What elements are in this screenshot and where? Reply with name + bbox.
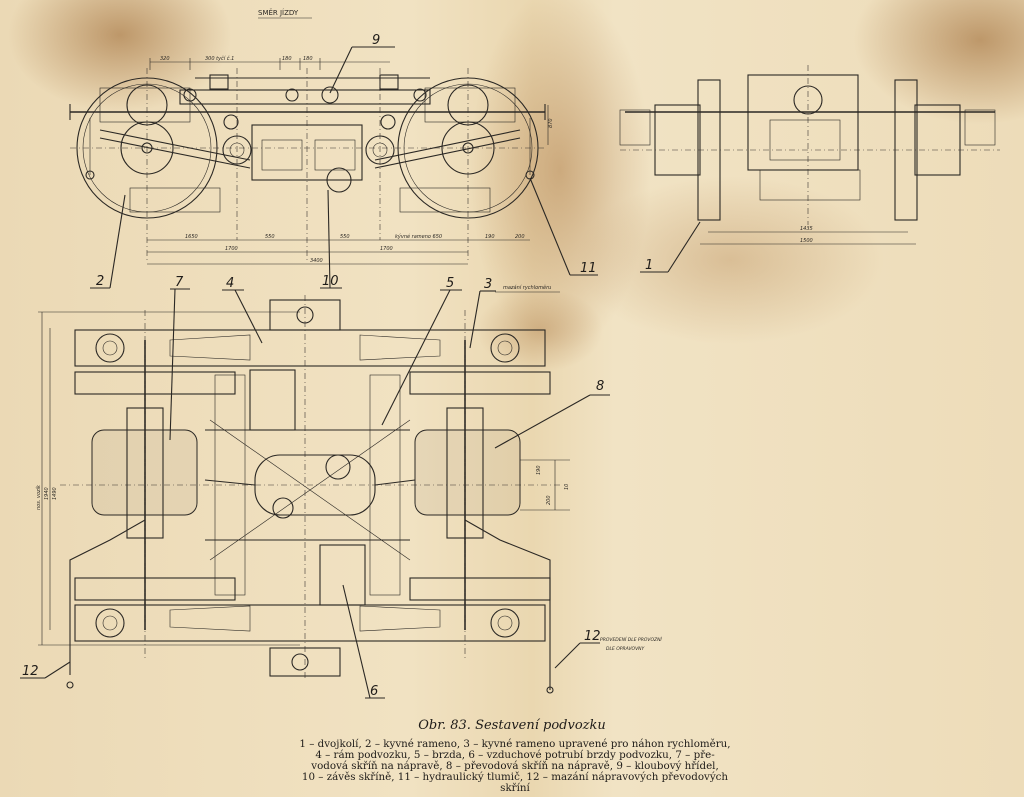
- lube-pipe-left: [69, 519, 146, 675]
- side-dim-b1-1: 1650: [185, 234, 198, 240]
- callout-3: 3: [484, 277, 492, 292]
- bottom-side-frame: [74, 604, 546, 642]
- side-dim-b1-5: 190: [485, 234, 495, 240]
- plan-view: 1490 1940 nos. vozík: [35, 295, 570, 694]
- note-lower-right-2: DLE OPRAVOVNY: [606, 646, 646, 652]
- plan-dim-left-1: 1490: [52, 487, 58, 500]
- gearbox-7: [91, 429, 198, 516]
- side-dim-b1-4: kývné rameno 650: [395, 233, 442, 240]
- callout-10: 10: [322, 274, 339, 289]
- side-dim-b1-2: 550: [265, 234, 275, 240]
- side-dim-right: 870: [548, 118, 554, 128]
- plan-dim-center-1: 190: [536, 465, 542, 475]
- legend-line-2: 4 – rám podvozku, 5 – brzda, 6 – vzducho…: [315, 749, 715, 761]
- side-frame-beam: [179, 89, 431, 105]
- top-side-frame: [74, 329, 546, 367]
- side-dim-b1-3: 550: [340, 234, 350, 240]
- side-dim-b3: 3400: [310, 258, 323, 264]
- figure-caption-title: Obr. 83. Sestavení podvozku: [418, 718, 606, 733]
- legend-line-4: 10 – závěs skříně, 11 – hydraulický tlum…: [301, 771, 729, 783]
- callout-12-right: 12: [584, 629, 601, 644]
- side-view: 320 300 tyčí č.1 180 180: [69, 55, 554, 265]
- note-lower-right-1: PROVEDENÍ DLE PROVOZNÍ: [600, 636, 662, 643]
- side-dim-b2-1: 1700: [225, 246, 238, 252]
- end-view: 1435 1500: [619, 65, 1000, 245]
- plan-dim-left-3: nos. vozík: [35, 484, 42, 510]
- side-dim-b1-6: 200: [515, 234, 525, 240]
- figure-legend: 1 – dvojkolí, 2 – kyvné rameno, 3 – kyvn…: [270, 739, 760, 794]
- direction-label: SMĚR JÍZDY: [258, 8, 299, 17]
- callout-4: 4: [226, 276, 234, 291]
- callout-12-left: 12: [22, 664, 39, 679]
- plan-dim-center-3: 10: [564, 484, 570, 490]
- gearbox-8: [414, 429, 521, 516]
- callout-11: 11: [580, 261, 597, 276]
- legend-line-5: skříní: [500, 782, 530, 794]
- plan-dim-left-2: 1940: [44, 487, 50, 500]
- side-dim-b2-2: 1700: [380, 246, 393, 252]
- legend-line-1: 1 – dvojkolí, 2 – kyvné rameno, 3 – kyvn…: [299, 738, 731, 750]
- end-view-body: [747, 74, 859, 171]
- side-dim-top-1: 320: [160, 56, 170, 62]
- callout-7: 7: [175, 275, 184, 290]
- plan-dim-center-2: 200: [546, 495, 552, 505]
- callouts: 9 2 10 11 1 7 4 5 3 8 6 12: [20, 33, 701, 699]
- callout-2: 2: [96, 274, 104, 289]
- callout-1: 1: [645, 258, 653, 273]
- legend-line-3: vodová skříň na nápravě, 8 – převodová s…: [311, 760, 719, 772]
- note-top: mazání rychloměru: [503, 284, 551, 291]
- callout-6: 6: [370, 684, 378, 699]
- callout-8: 8: [596, 379, 604, 394]
- side-dim-top-2: 300 tyčí č.1: [205, 55, 234, 62]
- end-dim-2: 1500: [800, 238, 813, 244]
- side-dim-top-4: 180: [303, 56, 313, 62]
- side-dim-top-3: 180: [282, 56, 292, 62]
- callout-9: 9: [372, 33, 380, 48]
- lube-pipe-right: [464, 519, 551, 690]
- end-dim-1: 1435: [800, 226, 813, 232]
- callout-5: 5: [446, 276, 454, 291]
